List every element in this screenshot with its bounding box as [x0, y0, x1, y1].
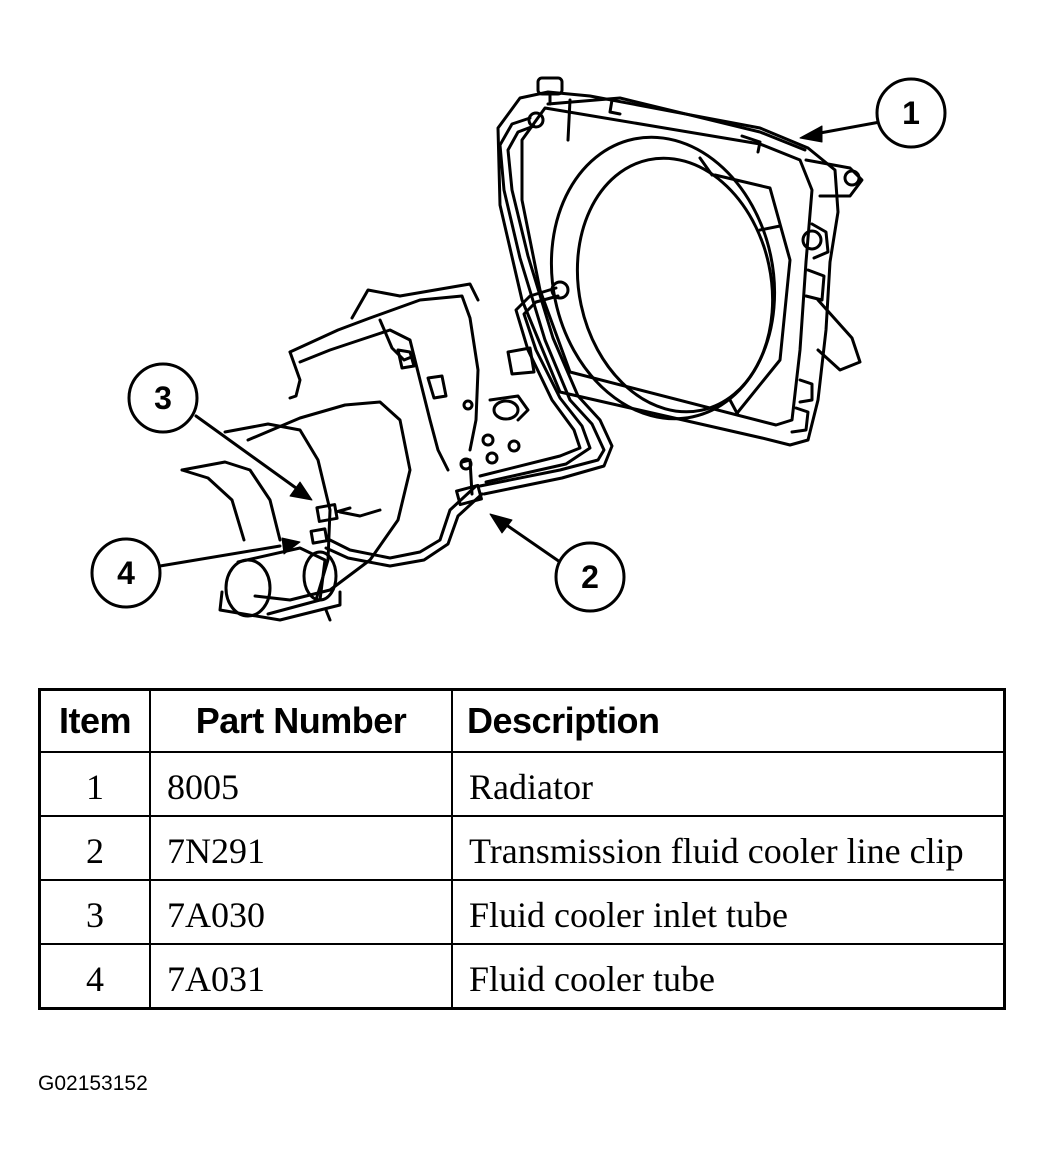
callout-4: 4 — [90, 537, 162, 609]
table-row: 1 8005 Radiator — [38, 751, 1006, 817]
cell-part-number: 7A031 — [149, 943, 453, 1010]
cell-part-number: 7A030 — [149, 879, 453, 945]
table-row: 3 7A030 Fluid cooler inlet tube — [38, 879, 1006, 945]
cell-description: Transmission fluid cooler line clip — [451, 815, 1006, 881]
header-part-number: Part Number — [149, 688, 453, 753]
exploded-diagram: 1 2 3 4 — [90, 76, 947, 622]
cell-part-number: 8005 — [149, 751, 453, 817]
diagram-svg: 1 2 3 4 — [90, 76, 947, 622]
callout-2-label: 2 — [581, 559, 599, 595]
callout-3: 3 — [127, 362, 199, 434]
parts-table: Item Part Number Description 1 8005 Radi… — [38, 688, 1006, 1010]
table-row: 4 7A031 Fluid cooler tube — [38, 943, 1006, 1010]
cell-description: Fluid cooler inlet tube — [451, 879, 1006, 945]
transmission-illustration — [180, 282, 536, 622]
header-item: Item — [38, 688, 151, 753]
cell-item: 2 — [38, 815, 151, 881]
callout-1-label: 1 — [902, 95, 920, 131]
cooler-lines-illustration — [324, 116, 614, 568]
figure-id: G02153152 — [38, 1072, 148, 1095]
cell-item: 1 — [38, 751, 151, 817]
callout-3-label: 3 — [154, 380, 172, 416]
callout-4-label: 4 — [117, 555, 135, 591]
cell-part-number: 7N291 — [149, 815, 453, 881]
cell-item: 4 — [38, 943, 151, 1010]
callout-2: 2 — [554, 541, 626, 613]
cell-description: Fluid cooler tube — [451, 943, 1006, 1010]
radiator-illustration — [496, 76, 864, 447]
table-header-row: Item Part Number Description — [38, 688, 1006, 753]
table-row: 2 7N291 Transmission fluid cooler line c… — [38, 815, 1006, 881]
header-description: Description — [451, 688, 1006, 753]
cell-description: Radiator — [451, 751, 1006, 817]
cell-item: 3 — [38, 879, 151, 945]
callout-1: 1 — [875, 77, 947, 149]
